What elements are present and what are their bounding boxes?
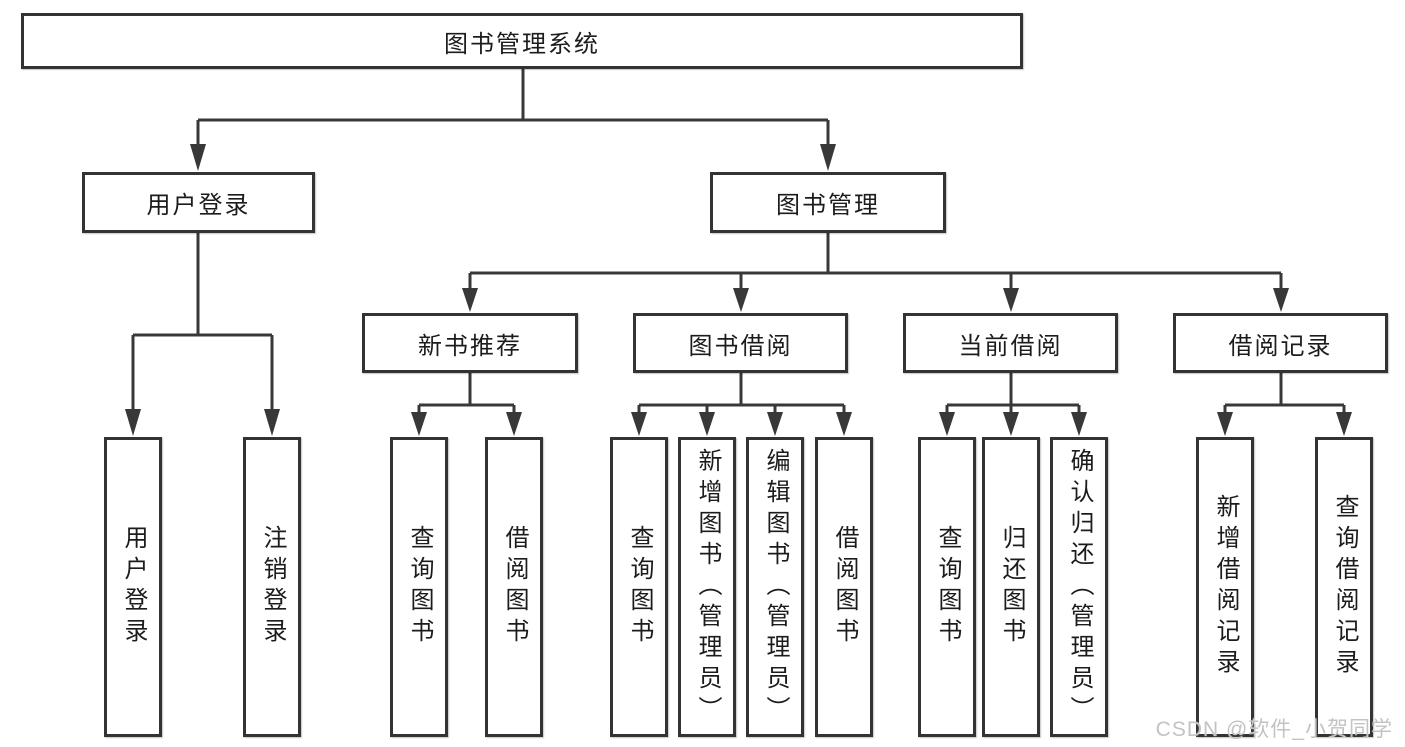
leaf-current-confirm-admin: 确认归还（管理员） <box>1050 437 1108 737</box>
leaf-current-return: 归还图书 <box>982 437 1040 737</box>
edge-book-borrow-to-leaves <box>631 373 852 436</box>
edge-borrow-records-to-leaves <box>1217 373 1352 436</box>
leaf-new-books-query: 查询图书 <box>390 437 448 737</box>
leaf-records-query: 查询借阅记录 <box>1315 437 1373 737</box>
node-borrow-records: 借阅记录 <box>1173 313 1388 373</box>
leaf-borrow-borrow: 借阅图书 <box>815 437 873 737</box>
edge-root-to-level2 <box>190 69 836 171</box>
leaf-logout: 注销登录 <box>243 437 301 737</box>
leaf-current-query: 查询图书 <box>918 437 976 737</box>
leaf-borrow-edit-admin: 编辑图书（管理员） <box>746 437 804 737</box>
leaf-borrow-query: 查询图书 <box>610 437 668 737</box>
edge-current-borrow-to-leaves <box>939 373 1087 436</box>
node-root: 图书管理系统 <box>21 13 1023 69</box>
node-new-books: 新书推荐 <box>362 313 578 373</box>
leaf-user-login: 用户登录 <box>104 437 162 737</box>
edge-new-books-to-leaves <box>411 373 522 436</box>
leaf-borrow-add-admin: 新增图书（管理员） <box>678 437 736 737</box>
leaf-records-add: 新增借阅记录 <box>1196 437 1254 737</box>
node-book-mgmt: 图书管理 <box>710 172 946 233</box>
node-current-borrow: 当前借阅 <box>903 313 1118 373</box>
node-user-login: 用户登录 <box>82 172 315 233</box>
csdn-watermark: CSDN @软件_小贺同学 <box>1155 718 1393 741</box>
edge-user-login-to-leaves <box>125 233 280 436</box>
node-book-borrow: 图书借阅 <box>633 313 848 373</box>
leaf-new-books-borrow: 借阅图书 <box>485 437 543 737</box>
edge-book-mgmt-to-level3 <box>462 233 1289 312</box>
